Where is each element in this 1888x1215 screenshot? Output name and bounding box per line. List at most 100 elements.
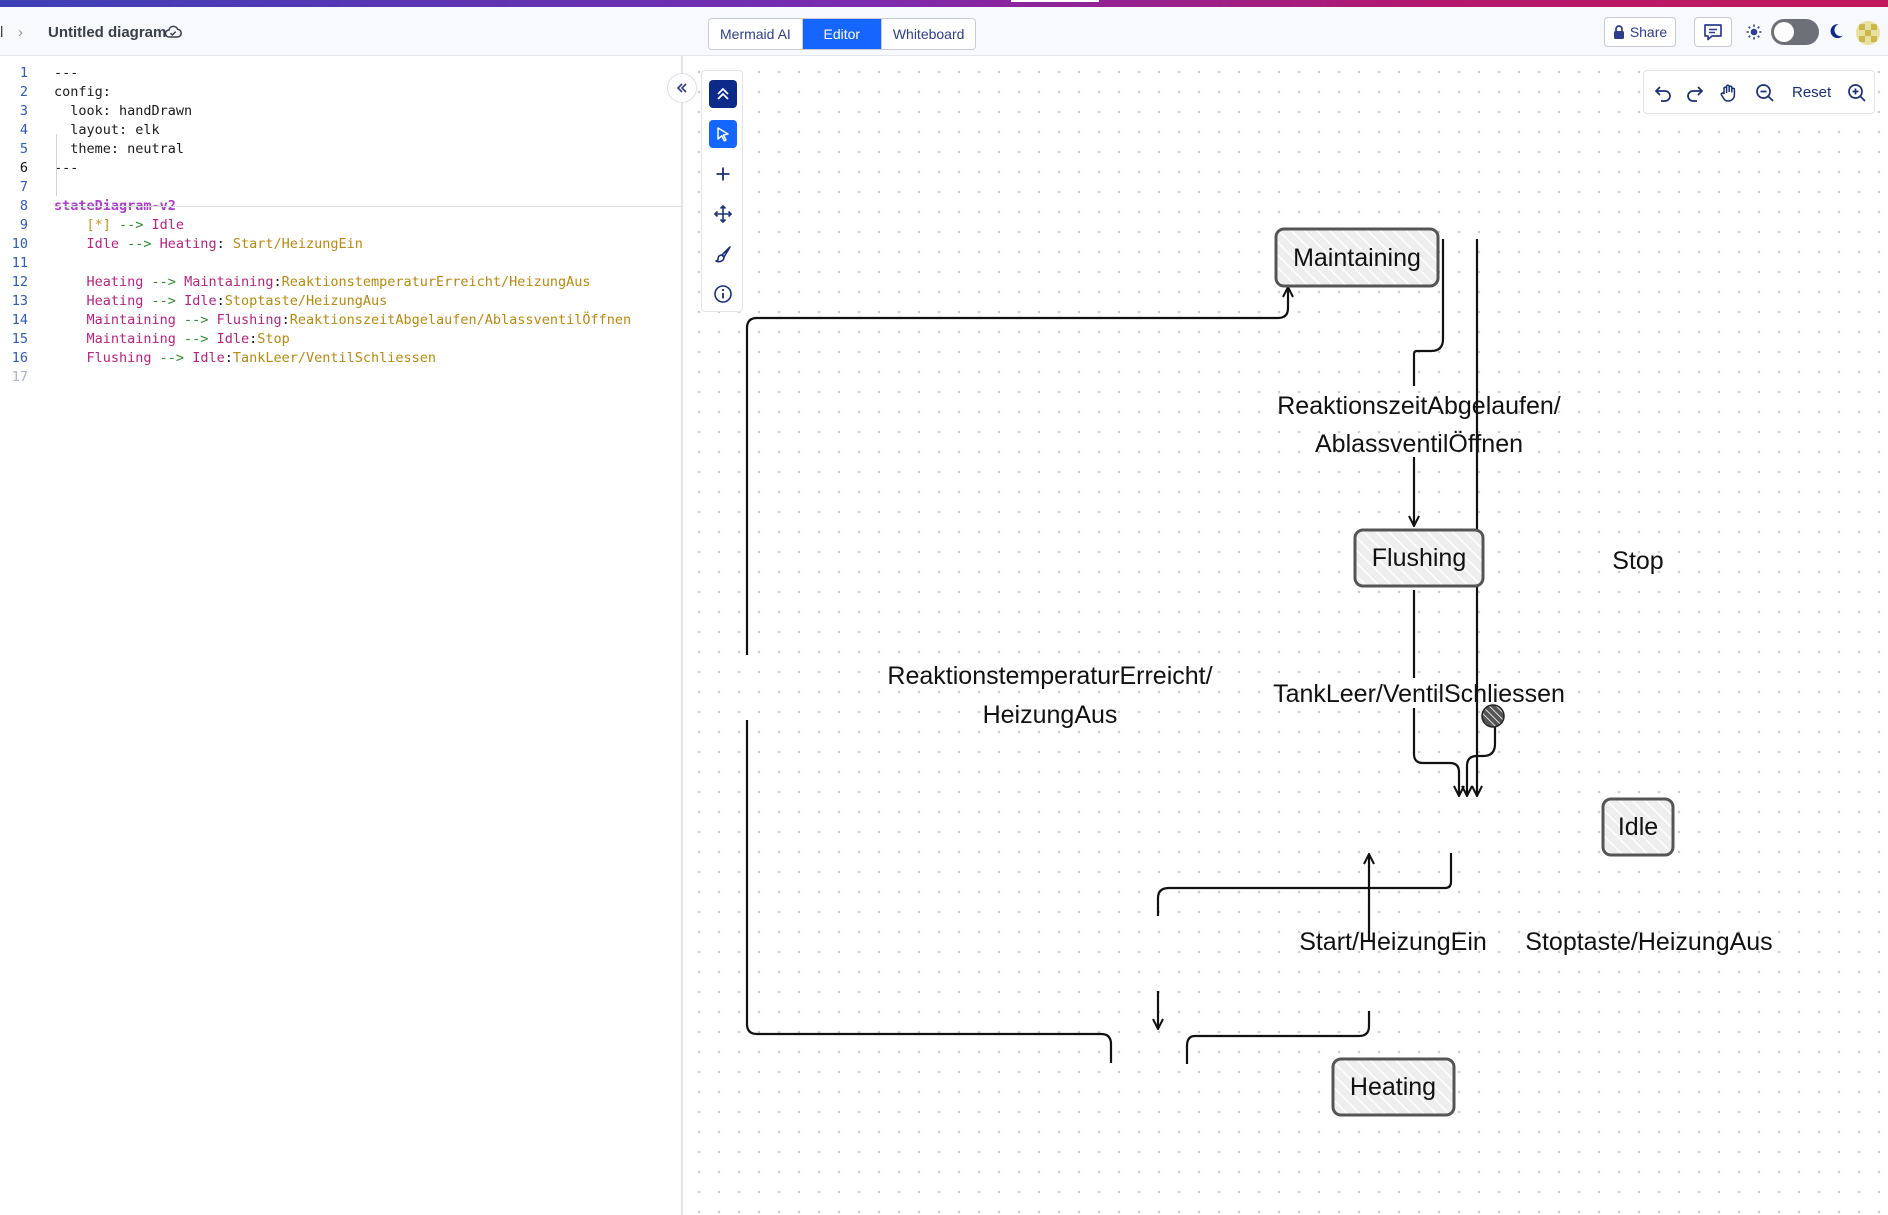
code-text: [*] --> Idle xyxy=(54,216,185,235)
code-token: layout: elk xyxy=(54,122,160,138)
code-token xyxy=(54,274,87,290)
state-maintaining-label: Maintaining xyxy=(1293,244,1421,272)
code-text: --- xyxy=(54,159,78,178)
edge-label-maintaining-line2: HeizungAus xyxy=(983,701,1118,729)
collapse-toolbar-button[interactable] xyxy=(709,80,737,108)
code-token: : xyxy=(273,274,282,290)
tab-whiteboard[interactable]: Whiteboard xyxy=(880,19,976,49)
code-line[interactable]: 16 Flushing --> Idle:TankLeer/VentilSchl… xyxy=(0,349,681,368)
sun-icon xyxy=(1746,24,1762,40)
edge-idle-heating[interactable] xyxy=(1158,853,1453,1029)
user-avatar[interactable] xyxy=(1856,21,1880,45)
app-header: l › Untitled diagram Mermaid AI Editor W… xyxy=(0,7,1888,56)
state-heating[interactable]: Heating xyxy=(1331,1057,1456,1117)
edge-maintaining-flushing[interactable] xyxy=(1414,239,1445,526)
edge-label-flushing-idle: TankLeer/VentilSchliessen xyxy=(1273,680,1565,708)
edge-flushing-idle[interactable] xyxy=(1412,590,1459,796)
code-token: --> xyxy=(175,312,217,328)
edge-label-flushing-line2: AblassventilÖffnen xyxy=(1315,430,1523,458)
start-node[interactable] xyxy=(1481,704,1505,728)
redo-icon[interactable] xyxy=(1684,82,1706,104)
state-flushing[interactable]: Flushing xyxy=(1353,528,1485,588)
code-text: Heating --> Idle:Stoptaste/HeizungAus xyxy=(54,292,388,311)
brush-tool[interactable] xyxy=(709,240,737,268)
code-line[interactable]: 6--- xyxy=(0,159,681,178)
select-tool[interactable] xyxy=(709,120,737,148)
double-chevron-left-icon xyxy=(676,83,687,93)
canvas-toolbar xyxy=(701,70,743,312)
comments-button[interactable] xyxy=(1694,17,1732,47)
collapse-editor-button[interactable] xyxy=(667,73,697,103)
code-token xyxy=(54,350,87,366)
code-token: Idle xyxy=(192,350,225,366)
code-token: Maintaining xyxy=(86,331,176,347)
code-line[interactable]: 7 xyxy=(0,178,681,197)
code-token: Maintaining xyxy=(184,274,274,290)
code-token: Idle xyxy=(184,293,217,309)
code-line[interactable]: 14 Maintaining --> Flushing:Reaktionszei… xyxy=(0,311,681,330)
breadcrumb-parent[interactable]: l xyxy=(0,24,4,41)
reset-zoom-button[interactable]: Reset xyxy=(1792,84,1832,101)
line-number: 12 xyxy=(11,274,28,290)
undo-icon[interactable] xyxy=(1652,82,1674,104)
code-token: --> xyxy=(143,274,185,290)
line-number: 17 xyxy=(11,369,28,385)
pan-hand-icon[interactable] xyxy=(1718,82,1740,104)
top-gradient-bar xyxy=(0,0,1888,7)
code-token: config: xyxy=(54,84,111,100)
tab-editor[interactable]: Editor xyxy=(801,19,881,49)
code-token: Idle xyxy=(216,331,250,347)
code-token: : xyxy=(224,350,233,366)
code-line[interactable]: 3 look: handDrawn xyxy=(0,102,681,121)
zoom-out-icon[interactable] xyxy=(1754,82,1776,104)
code-line[interactable]: 1--- xyxy=(0,64,681,83)
info-button[interactable] xyxy=(709,280,737,308)
diagram-title[interactable]: Untitled diagram xyxy=(48,24,167,41)
theme-toggle[interactable] xyxy=(1771,19,1819,45)
edge-heating-idle[interactable] xyxy=(1185,854,1369,1064)
state-idle[interactable]: Idle xyxy=(1601,797,1675,857)
edge-label-heating-idle: Stoptaste/HeizungAus xyxy=(1525,928,1772,956)
brush-icon xyxy=(715,246,731,263)
tab-mermaid-ai[interactable]: Mermaid AI xyxy=(709,19,802,49)
code-token: look: handDrawn xyxy=(54,103,193,119)
collapse-up-icon xyxy=(717,87,729,100)
code-text: Idle --> Heating: Start/HeizungEin xyxy=(54,235,363,254)
zoom-in-icon[interactable] xyxy=(1846,82,1868,104)
state-maintaining[interactable]: Maintaining xyxy=(1274,227,1440,288)
code-text: Maintaining --> Flushing:ReaktionszeitAb… xyxy=(54,311,632,330)
code-line[interactable]: 4 layout: elk xyxy=(0,121,681,140)
code-text: Maintaining --> Idle:Stop xyxy=(54,330,290,349)
code-line[interactable]: 17 xyxy=(0,368,681,387)
code-line[interactable]: 12 Heating --> Maintaining:Reaktionstemp… xyxy=(0,273,681,292)
code-line[interactable]: 5 theme: neutral xyxy=(0,140,681,159)
share-button[interactable]: Share xyxy=(1604,17,1676,47)
code-token: Heating xyxy=(86,274,144,290)
code-line[interactable]: 13 Heating --> Idle:Stoptaste/HeizungAus xyxy=(0,292,681,311)
code-token: Heating xyxy=(86,293,144,309)
code-text: theme: neutral xyxy=(54,140,184,159)
add-tool[interactable] xyxy=(709,160,737,188)
code-line[interactable]: 9 [*] --> Idle xyxy=(0,216,681,235)
info-icon xyxy=(714,285,732,303)
code-line[interactable]: 10 Idle --> Heating: Start/HeizungEin xyxy=(0,235,681,254)
edge-heating-maintaining[interactable] xyxy=(745,287,1288,1063)
zoom-toolbar: Reset xyxy=(1643,70,1875,114)
code-token: --> xyxy=(175,331,217,347)
line-number: 9 xyxy=(19,217,28,233)
theme-toggle-knob xyxy=(1774,22,1794,42)
edge-start-idle[interactable] xyxy=(1467,726,1497,796)
move-icon xyxy=(713,204,733,224)
code-token: TankLeer/VentilSchliessen xyxy=(232,350,437,366)
code-token: --> xyxy=(119,236,160,252)
code-token: Heating xyxy=(159,236,217,252)
code-token xyxy=(54,217,87,233)
move-tool[interactable] xyxy=(709,200,737,228)
line-number: 11 xyxy=(11,255,28,271)
code-token: Flushing xyxy=(86,350,152,366)
code-line[interactable]: 11 xyxy=(0,254,681,273)
code-line[interactable]: 15 Maintaining --> Idle:Stop xyxy=(0,330,681,349)
breadcrumb-separator: › xyxy=(18,24,23,41)
